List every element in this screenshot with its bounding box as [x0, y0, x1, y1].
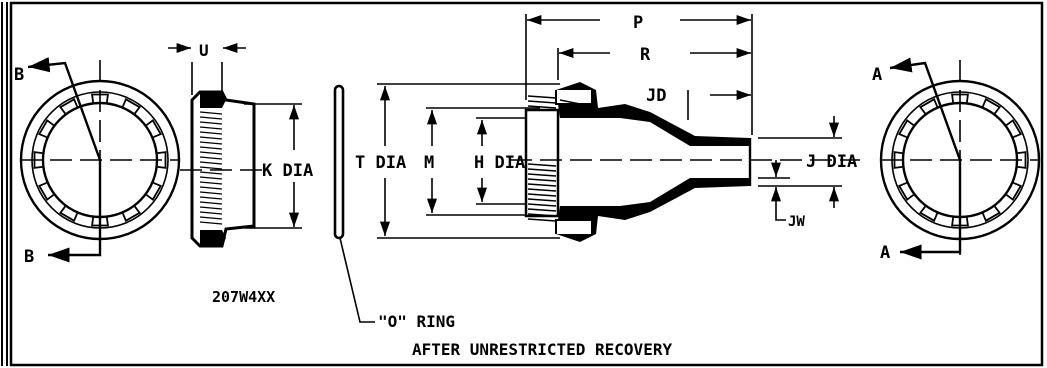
- end-view-a: A A: [872, 57, 1041, 263]
- section-label-b-top: B: [14, 65, 24, 85]
- section-label-b-bottom: B: [24, 247, 34, 267]
- dim-label-h-dia: H DIA: [474, 153, 525, 173]
- section-label-a-bottom: A: [880, 243, 890, 263]
- fitting-body: T DIA M H DIA P R JD: [355, 13, 860, 242]
- dim-label-jw: JW: [788, 214, 805, 230]
- end-view-b: B B: [14, 57, 181, 267]
- section-label-a-top: A: [872, 65, 882, 85]
- dim-label-p: P: [633, 13, 643, 33]
- o-ring: "O" RING: [333, 84, 455, 331]
- o-ring-label: "O" RING: [378, 312, 455, 331]
- footer-note: AFTER UNRESTRICTED RECOVERY: [412, 340, 672, 359]
- dim-label-jd: JD: [646, 86, 666, 106]
- dim-label-m: M: [424, 153, 434, 173]
- dim-label-r: R: [640, 45, 651, 65]
- dim-label-u: U: [199, 41, 209, 60]
- nut-side-view: U K DIA 207W4XX: [168, 41, 313, 306]
- dim-label-j-dia: J DIA: [806, 152, 857, 172]
- dim-label-k-dia: K DIA: [262, 161, 313, 181]
- dim-label-t-dia: T DIA: [355, 153, 406, 173]
- part-number: 207W4XX: [212, 288, 275, 306]
